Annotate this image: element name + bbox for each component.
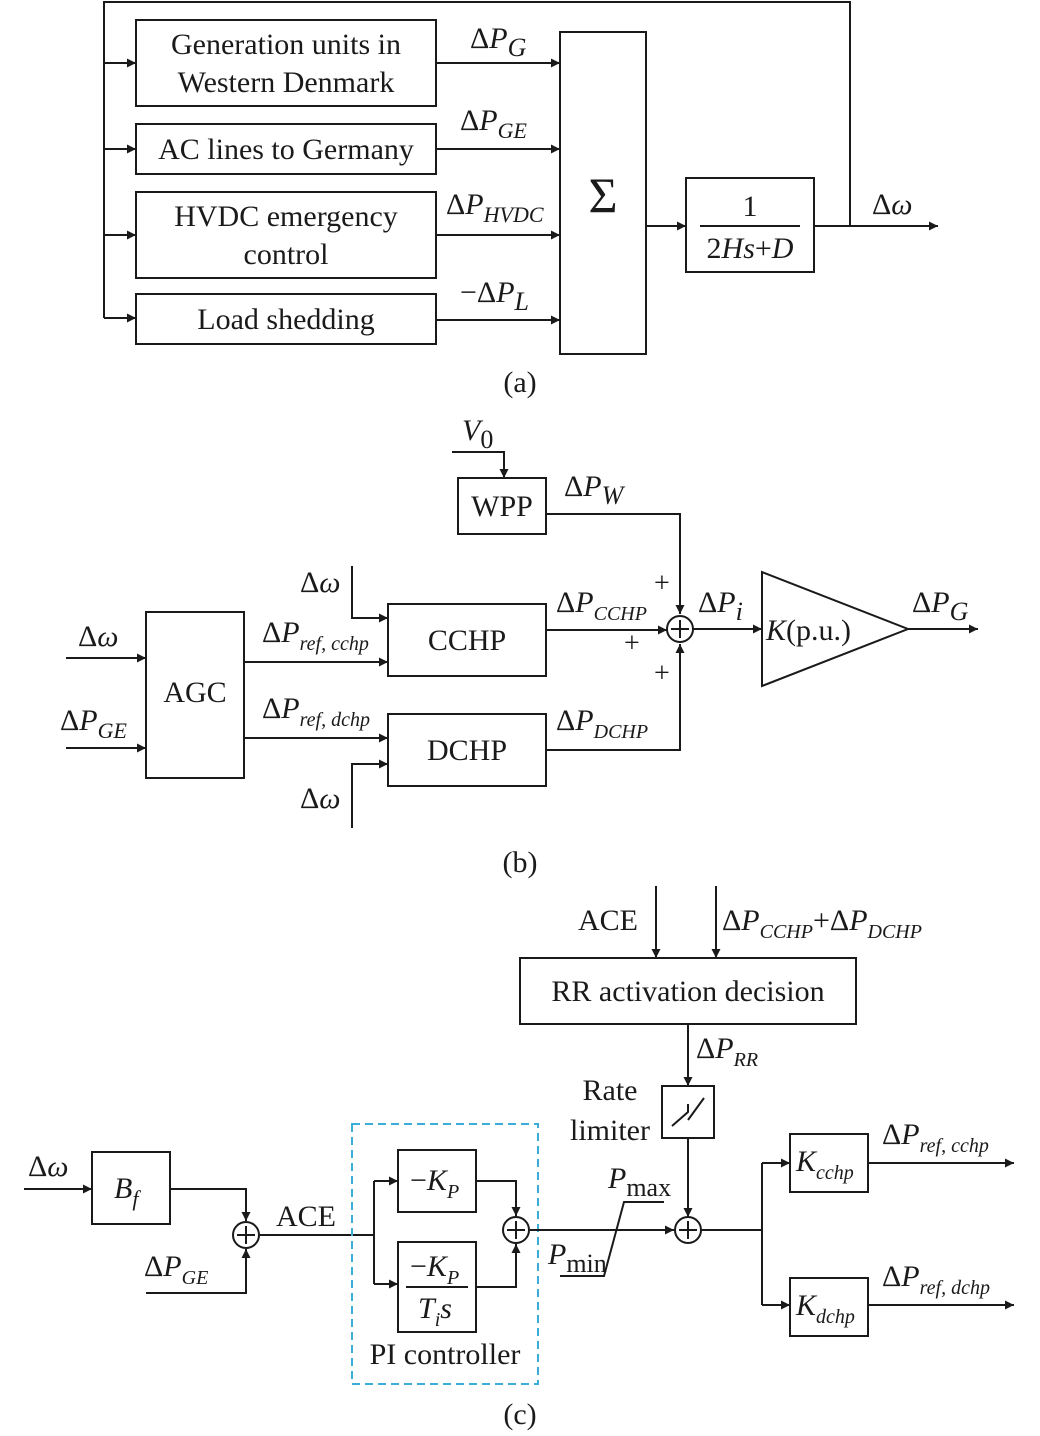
arrow-bf-sum [170,1188,251,1221]
label-delta-pge-c: ΔPGE [144,1250,208,1289]
caption-a: (a) [503,366,536,399]
plus-top-b: + [654,568,670,599]
dchp-label: DCHP [427,734,507,767]
label-delta-pge-agc: ΔPGE [60,704,128,743]
generation-units-line1: Generation units in [171,28,401,61]
label-delta-pg-b: ΔPG [912,586,969,626]
label-delta-pi: ΔPi [698,586,743,626]
output-split [701,1163,763,1305]
label-pref-cchp: ΔPref, cchp [262,616,369,655]
wpp-block [457,477,547,535]
kdchp-label: Kdchp [795,1289,855,1328]
label-pmax: Pmax [607,1162,671,1202]
label-delta-omega-dchp: Δω [300,782,340,815]
arrow-omega-cchp [351,566,388,623]
label-delta-omega-agc: Δω [78,620,118,653]
label-delta-phvdc: ΔPHVDC [446,188,544,227]
arrow-kpti-sum [476,1244,521,1288]
wpp-label: WPP [471,490,533,523]
dchp-block [387,713,547,787]
generation-units-line2: Western Denmark [178,66,395,99]
rate-limiter-line2: limiter [570,1114,650,1147]
label-delta-omega-c: Δω [28,1150,68,1183]
caption-c: (c) [503,1398,536,1431]
caption-b: (b) [503,846,538,879]
bf-label: Bf [114,1172,141,1211]
saturation-symbol [560,1201,664,1277]
kcchp-block [789,1133,869,1193]
gain-triangle [761,570,911,688]
ac-lines-label: AC lines to Germany [158,133,414,166]
label-ace: ACE [276,1200,336,1233]
tf-denominator: 2Hs+D [707,232,794,265]
label-pcchp-pdchp: ΔPCCHP+ΔPDCHP [722,904,922,943]
plus-left-b: + [624,628,640,659]
arrow-omega-dchp [351,759,388,828]
gain-label: K(p.u.) [765,614,851,647]
plus-bottom-b: + [654,658,670,689]
label-delta-omega-cchp: Δω [300,566,340,599]
pi-controller-label: PI controller [370,1338,521,1371]
feedback-line [103,1,851,318]
pi-controller-box [351,1123,539,1385]
label-delta-pdchp: ΔPDCHP [556,704,648,743]
rate-limiter-symbol [671,1097,705,1127]
generation-units-block [135,19,437,107]
label-pref-dchp-out: ΔPref, dchp [882,1260,990,1299]
arrow-pge-sum [146,1249,251,1294]
agc-block [145,611,245,779]
sigma-symbol: Σ [588,167,617,223]
panel-b: V0 WPP ΔPW AGC Δω ΔPGE CCHP ΔPref, cchp … [60,414,978,879]
kdchp-block [789,1277,869,1337]
arrow-kp-sum [476,1180,521,1216]
label-minus-delta-pl: −ΔPL [460,276,529,316]
label-pref-cchp-out: ΔPref, cchp [882,1118,989,1157]
sum-junction-pi-plus [507,1221,525,1239]
panel-a: Generation units in Western Denmark AC l… [103,1,938,399]
label-delta-pge: ΔPGE [460,104,528,143]
label-pref-dchp: ΔPref, dchp [262,692,370,731]
agc-label: AGC [163,676,226,709]
label-pmin: Pmin [547,1238,607,1278]
sum-junction-out-plus [679,1221,697,1239]
bf-block [91,1151,171,1225]
label-delta-prr: ΔPRR [696,1032,758,1071]
cchp-label: CCHP [428,624,506,657]
label-delta-pw: ΔPW [564,470,626,510]
kp-label: −KP [410,1164,459,1203]
kp-ti-denominator: Tis [418,1292,452,1331]
cchp-block [387,603,547,677]
arrow-v0 [452,451,509,478]
rr-activation-block [519,957,857,1025]
sum-junction-ace-plus [237,1226,255,1244]
sum-junction-b-plus [671,620,689,638]
tf-numerator: 1 [743,190,758,223]
label-delta-omega-a: Δω [872,188,912,221]
arrow-pdchp [546,644,685,751]
rr-activation-label: RR activation decision [551,975,824,1008]
hvdc-block [135,191,437,279]
label-delta-pg: ΔPG [470,22,527,62]
label-ace-rr: ACE [578,904,638,937]
hvdc-line1: HVDC emergency [174,200,398,233]
load-shedding-label: Load shedding [197,303,374,336]
kp-ti-numerator: −KP [410,1250,459,1289]
label-v0: V0 [462,414,493,454]
kp-block [397,1149,477,1213]
arrow-pw [546,513,685,614]
label-delta-pcchp: ΔPCCHP [556,586,647,625]
rate-limiter-line1: Rate [583,1074,638,1107]
ac-lines-block [135,123,437,175]
arrow-ace-kp [373,1181,398,1284]
summation-block [559,31,647,355]
panel-c: ACE ΔPCCHP+ΔPDCHP RR activation decision… [24,886,1014,1431]
hvdc-line2: control [244,238,329,271]
kcchp-label: Kcchp [795,1145,854,1184]
